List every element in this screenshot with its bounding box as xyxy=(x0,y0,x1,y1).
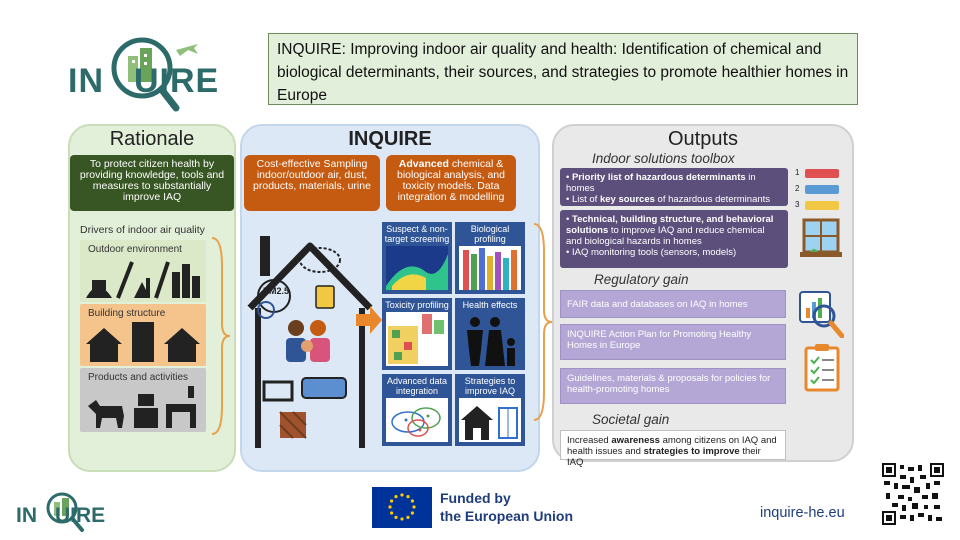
tile-biological: Biological profiling xyxy=(455,222,525,294)
societal-mid: among citizens on IAQ and health issues … xyxy=(567,435,777,457)
funded-line-1: Funded by xyxy=(440,490,511,506)
list-number: 1 xyxy=(795,168,800,177)
buildings-icon xyxy=(86,322,200,362)
toolbox-item-2: • Technical, building structure, and beh… xyxy=(560,210,788,268)
qr-code-icon[interactable] xyxy=(882,463,944,525)
brace-right xyxy=(533,223,553,421)
priority-list-rest: in homes xyxy=(566,172,756,194)
driver-products: Products and activities xyxy=(80,368,206,432)
numbered-list-icon: 1 2 3 xyxy=(795,168,847,212)
analysis-text: chemical & biological analysis, and toxi… xyxy=(397,158,505,203)
solutions-strong: Technical, building structure, and behav… xyxy=(566,214,774,236)
logo-prefix: IN xyxy=(16,504,37,527)
toolbox-heading: Indoor solutions toolbox xyxy=(592,151,735,166)
farm-city-icon xyxy=(86,261,200,299)
rationale-heading: Rationale xyxy=(109,128,195,150)
list-number: 2 xyxy=(795,184,800,193)
heatmap-thumbnail xyxy=(386,246,448,290)
solutions-rest: to improve IAQ and reduce chemical and b… xyxy=(566,225,765,247)
sampling-box: Cost-effective Sampling indoor/outdoor a… xyxy=(244,155,380,211)
tile-health: Health effects xyxy=(455,298,525,370)
tile-data-integration: Advanced data integration xyxy=(382,374,452,446)
driver-label: Products and activities xyxy=(88,372,189,383)
list-number: 3 xyxy=(795,200,800,209)
outputs-heading: Outputs xyxy=(667,128,739,150)
checklist-icon xyxy=(804,344,840,392)
inquire-logo: IN UIRE xyxy=(62,28,252,116)
barchart-thumbnail xyxy=(459,246,521,290)
societal-pre: Increased xyxy=(567,435,612,446)
monitoring-tools: IAQ monitoring tools (sensors, models) xyxy=(571,247,737,258)
societal-awareness: awareness xyxy=(611,435,660,446)
tile-strategies: Strategies to improve IAQ xyxy=(455,374,525,446)
regulatory-item: FAIR data and databases on IAQ in homes xyxy=(560,290,786,318)
plane-icon xyxy=(176,44,198,56)
societal-post: their IAQ xyxy=(567,446,761,468)
drivers-heading: Drivers of indoor air quality xyxy=(80,224,205,236)
brace-left xyxy=(211,237,231,435)
key-sources-rest: of hazardous determinants xyxy=(654,194,771,205)
driver-outdoor: Outdoor environment xyxy=(80,240,206,302)
societal-strategies: strategies to improve xyxy=(643,446,740,457)
tile-label: Health effects xyxy=(462,300,518,310)
pm-label: PM2.5 xyxy=(263,286,290,296)
analysis-strong: Advanced xyxy=(398,158,449,170)
key-sources-strong: key sources xyxy=(599,194,655,205)
rationale-goal: To protect citizen health by providing k… xyxy=(70,155,234,211)
inquire-heading: INQUIRE xyxy=(348,128,432,150)
scatter-thumbnail xyxy=(386,398,448,442)
regulatory-item: INQUIRE Action Plan for Promoting Health… xyxy=(560,324,786,360)
analysis-box: Advanced chemical & biological analysis,… xyxy=(386,155,516,211)
tile-label: Toxicity profiling xyxy=(385,300,449,310)
eu-funding-text: Funded by the European Union xyxy=(440,489,573,525)
project-title: INQUIRE: Improving indoor air quality an… xyxy=(268,33,858,105)
tile-suspect: Suspect & non-target screening xyxy=(382,222,452,294)
matrix-thumbnail xyxy=(386,312,448,366)
website-link[interactable]: inquire-he.eu xyxy=(760,505,845,521)
regulatory-heading: Regulatory gain xyxy=(594,272,689,287)
societal-heading: Societal gain xyxy=(592,412,670,427)
dog-furniture-icon xyxy=(88,386,196,428)
key-sources-pre: List of xyxy=(571,194,600,205)
house-illustration xyxy=(247,236,373,448)
regulatory-item: Guidelines, materials & proposals for po… xyxy=(560,368,786,404)
tile-label: Suspect & non-target screening xyxy=(384,224,450,244)
priority-list-strong: Priority list of hazardous determinants xyxy=(571,172,746,183)
footer-logo: IN UIRE xyxy=(12,488,132,532)
tile-label: Advanced data integration xyxy=(386,376,448,396)
magnifier-house-icon xyxy=(111,37,180,112)
eu-flag-icon xyxy=(372,487,432,528)
funded-line-2: the European Union xyxy=(440,508,573,524)
societal-item: Increased awareness among citizens on IA… xyxy=(560,430,786,468)
tile-label: Biological profiling xyxy=(470,224,510,244)
arrow-right-icon xyxy=(356,306,382,334)
logo-suffix: UIRE xyxy=(55,504,106,527)
logo-prefix: IN xyxy=(68,62,104,100)
house-window-thumbnail xyxy=(459,398,521,442)
analytics-magnifier-icon xyxy=(799,291,844,338)
logo-suffix: UIRE xyxy=(134,62,220,100)
window-icon xyxy=(800,218,842,257)
magnifier-house-icon xyxy=(46,492,84,532)
driver-label: Building structure xyxy=(88,308,166,319)
tile-toxicity: Toxicity profiling xyxy=(382,298,452,370)
tile-label: Strategies to improve IAQ xyxy=(464,376,516,396)
family-icon xyxy=(467,317,515,366)
driver-label: Outdoor environment xyxy=(88,244,182,255)
toolbox-item-1: • Priority list of hazardous determinant… xyxy=(560,168,788,206)
driver-building: Building structure xyxy=(80,304,206,366)
